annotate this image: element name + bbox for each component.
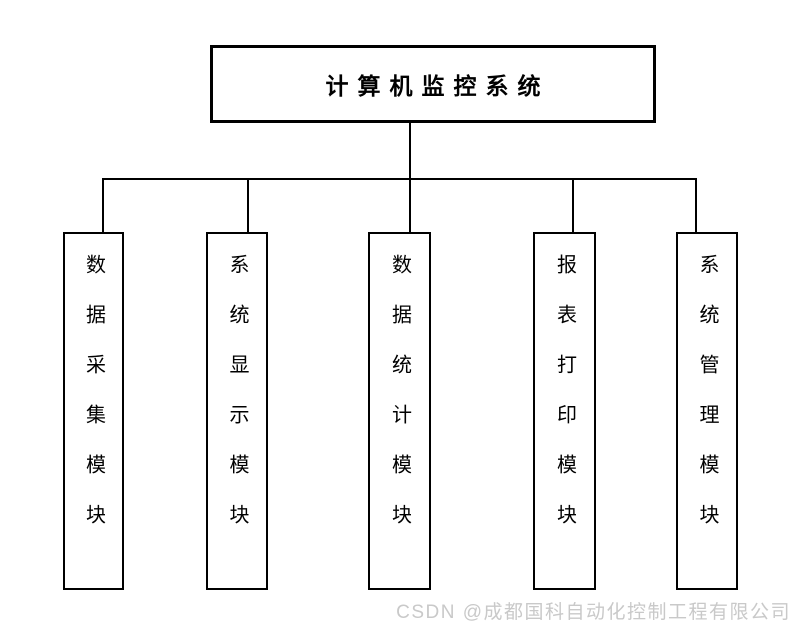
module-node-system-display: 系统显示模块 [206, 232, 268, 590]
connector-drop-1 [102, 178, 104, 234]
module-node-data-statistics-label: 数据统计模块 [388, 254, 411, 554]
connector-horizontal-bus [102, 178, 697, 180]
module-node-report-printing: 报表打印模块 [533, 232, 596, 590]
connector-root-stem [409, 123, 411, 180]
connector-drop-4 [572, 178, 574, 234]
module-node-system-display-label: 系统显示模块 [226, 254, 248, 554]
module-node-data-statistics: 数据统计模块 [368, 232, 431, 590]
connector-drop-5 [695, 178, 697, 234]
connector-drop-3 [409, 178, 411, 234]
connector-drop-2 [247, 178, 249, 234]
root-node-label: 计算机监控系统 [325, 74, 550, 99]
module-node-data-acquisition: 数据采集模块 [63, 232, 124, 590]
module-node-system-management-label: 系统管理模块 [696, 254, 718, 554]
module-node-system-management: 系统管理模块 [676, 232, 738, 590]
module-node-data-acquisition-label: 数据采集模块 [82, 254, 105, 554]
watermark-text: CSDN @成都国科自动化控制工程有限公司 [396, 602, 791, 623]
module-node-report-printing-label: 报表打印模块 [553, 254, 576, 554]
root-node: 计算机监控系统 [210, 45, 656, 123]
